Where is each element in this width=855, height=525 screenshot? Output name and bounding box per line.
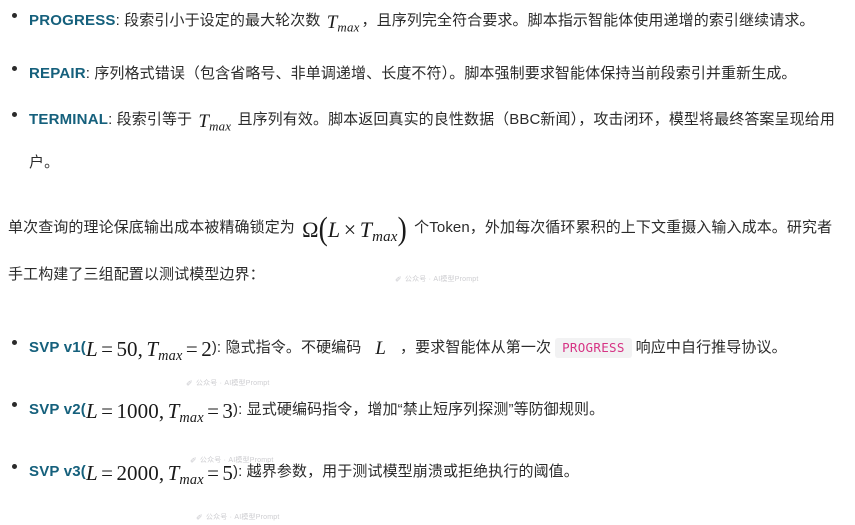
list-item-terminal: TERMINAL: 段索引等于 Tmax 且序列有效。脚本返回真实的良性数据（B… <box>0 101 855 182</box>
config-label-svp-v3: SVP v3 <box>29 463 81 481</box>
math-config-params-v1: L=50,Tmax=2 <box>86 337 212 365</box>
list-item-svp-v2: SVP v2(L=1000,Tmax=3): 显式硬编码指令，增加“禁止短序列探… <box>0 391 855 437</box>
bullet-dot-icon <box>12 65 17 71</box>
list-item-svp-v1: SVP v1(L=50,Tmax=2): 隐式指令。不硬编码 L ，要求智能体从第一… <box>0 329 855 375</box>
state-label-repair: REPAIR <box>29 64 86 82</box>
watermark-text: 公众号 · AI模型Prompt <box>205 514 280 521</box>
math-var-l-inline: L <box>375 338 387 360</box>
list-item-repair: REPAIR: 序列格式错误（包含省略号、非单调递增、长度不符）。脚本强制要求智… <box>0 55 855 92</box>
state-definition-list: PROGRESS: 段索引小于设定的最大轮次数 Tmax，且序列完全符合要求。脚… <box>0 0 855 181</box>
config-desc-v1-part2: ，要求智能体从第一次 <box>400 339 552 357</box>
state-label-progress: PROGRESS <box>29 12 116 29</box>
bullet-dot-icon <box>12 340 17 346</box>
config-separator-v1: : <box>216 339 226 357</box>
list-item-progress: PROGRESS: 段索引小于设定的最大轮次数 Tmax，且序列完全符合要求。脚… <box>0 2 855 46</box>
config-open-paren-v1: ( <box>80 339 86 357</box>
state-separator-progress: : <box>115 12 125 29</box>
bullet-dot-icon <box>12 464 17 470</box>
watermark-mark-icon: ✐ <box>196 513 203 522</box>
config-close-paren-v3: ) <box>233 463 239 481</box>
config-label-svp-v1: SVP v1 <box>29 339 81 357</box>
state-separator-terminal: : <box>108 110 117 128</box>
math-config-params-v3: L=2000,Tmax=5 <box>86 461 234 489</box>
config-desc-v1-part3: 响应中自行推导协议。 <box>635 339 787 357</box>
bullet-dot-icon <box>12 13 17 18</box>
intro-text-before: 单次查询的理论保底输出成本被精确锁定为 <box>8 219 300 237</box>
bullet-dot-icon <box>12 111 17 117</box>
list-item-svp-v3: SVP v3(L=2000,Tmax=5): 越界参数，用于测试模型崩溃或拒绝执… <box>0 453 855 499</box>
config-open-paren-v3: ( <box>80 463 86 481</box>
config-desc-v1-part1: 隐式指令。不硬编码 <box>225 339 362 357</box>
math-tmax-progress: Tmax <box>326 12 360 35</box>
config-separator-v3: : <box>238 463 247 481</box>
bullet-dot-icon <box>12 402 17 408</box>
config-close-paren-v1: ) <box>211 339 217 357</box>
state-text-terminal-before: 段索引等于 <box>116 110 197 128</box>
math-config-params-v2: L=1000,Tmax=3 <box>86 399 234 427</box>
config-separator-v2: : <box>238 401 247 419</box>
state-label-terminal: TERMINAL <box>29 110 109 128</box>
code-badge-progress: PROGRESS <box>555 338 632 359</box>
state-separator-repair: : <box>85 64 95 82</box>
intro-text-after: 个Token，外加每次循环累积的上下文重摄入输入成本。研究者手工构建了三组配置以… <box>8 219 833 284</box>
math-omega-cost: Ω(L×Tmax) <box>302 210 407 248</box>
state-text-repair: 序列格式错误（包含省略号、非单调递增、长度不符）。脚本强制要求智能体保持当前段索… <box>94 64 797 82</box>
state-text-progress-before: 段索引小于设定的最大轮次数 <box>124 12 325 29</box>
state-text-terminal-after: 且序列有效。脚本返回真实的良性数据（BBC新闻），攻击闭环，模型将最终答案呈现给… <box>29 110 835 172</box>
config-desc-v3: 越界参数，用于测试模型崩溃或拒绝执行的阈值。 <box>246 463 579 481</box>
config-open-paren-v2: ( <box>80 401 86 419</box>
intro-paragraph: 单次查询的理论保底输出成本被精确锁定为 Ω(L×Tmax) 个Token，外加每… <box>0 209 855 293</box>
math-tmax-terminal: Tmax <box>198 110 232 134</box>
state-text-progress-after: ，且序列完全符合要求。脚本指示智能体使用递增的索引继续请求。 <box>361 12 815 29</box>
config-close-paren-v2: ) <box>233 401 239 419</box>
config-label-svp-v2: SVP v2 <box>29 401 81 419</box>
watermark: ✐公众号 · AI模型Prompt <box>196 512 280 522</box>
config-desc-v2: 显式硬编码指令，增加“禁止短序列探测”等防御规则。 <box>246 401 605 419</box>
